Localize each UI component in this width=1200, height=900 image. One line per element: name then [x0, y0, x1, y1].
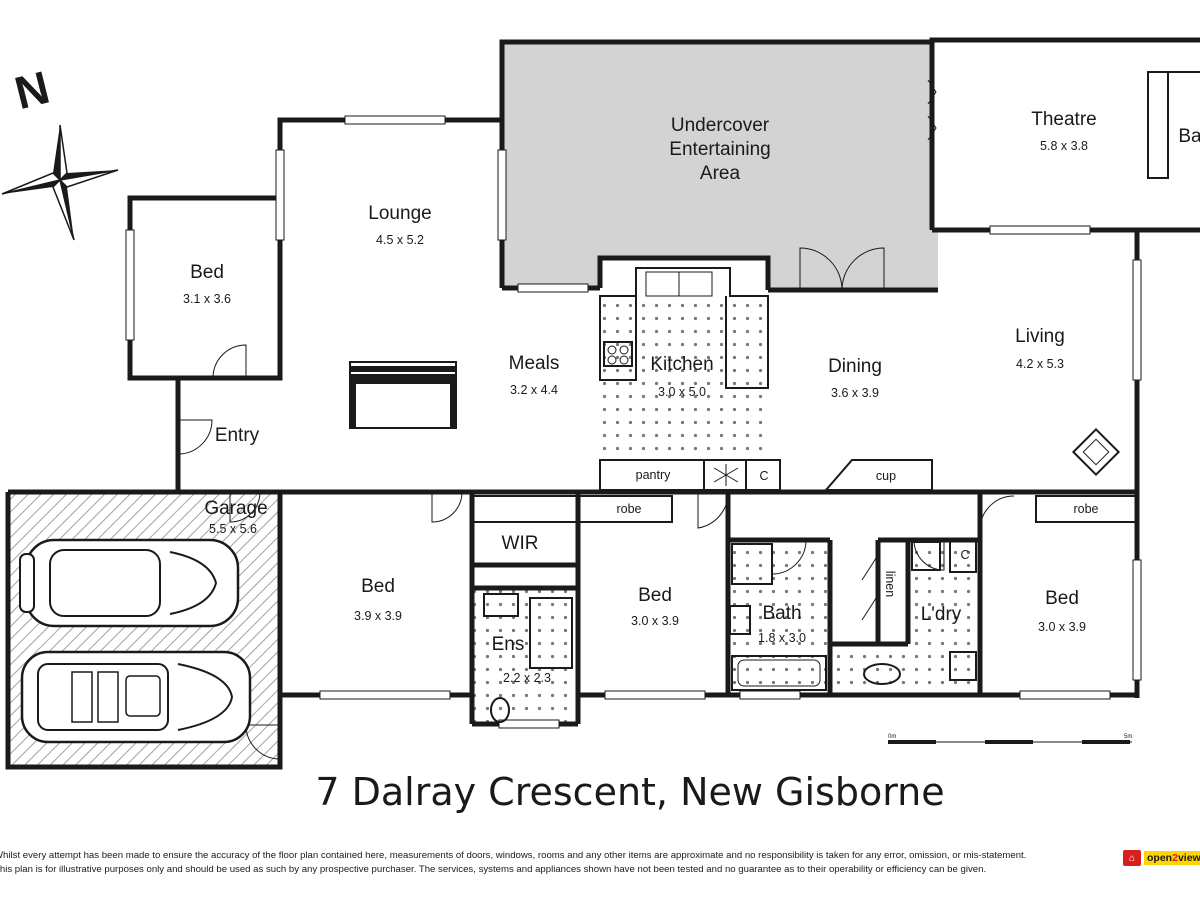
linen-label: linen — [883, 571, 897, 597]
lounge-dims: 4.5 x 5.2 — [376, 233, 424, 247]
fixture-labels: pantry C cup robe robe linen C — [616, 468, 1098, 597]
shower-icon — [529, 597, 573, 669]
property-address: 7 Dalray Crescent, New Gisborne — [315, 770, 945, 814]
wet-fixtures — [483, 541, 977, 723]
wir-label: WIR — [502, 533, 539, 554]
living-label: Living — [1015, 326, 1065, 347]
basin-icon — [483, 593, 519, 617]
north-label: N — [10, 61, 55, 119]
robe-bed4-label: robe — [1073, 502, 1098, 516]
bed3-dims: 3.0 x 3.9 — [631, 614, 679, 628]
scale-start: 0m — [888, 734, 896, 740]
brand-text-accent: 2 — [1172, 852, 1178, 864]
cup-label: cup — [876, 469, 896, 483]
meals-dims: 3.2 x 4.4 — [510, 383, 558, 397]
fridge-icon — [713, 464, 739, 486]
wc-tiles — [832, 644, 908, 695]
disclaimer-line-2: This plan is for illustrative purposes o… — [0, 864, 987, 875]
undercover-label-1: Undercover — [671, 115, 770, 136]
bath-dims: 1.8 x 3.0 — [758, 631, 806, 645]
theatre-dims: 5.8 x 3.8 — [1040, 139, 1088, 153]
bed3-label: Bed — [638, 585, 672, 606]
pantry-label: pantry — [636, 468, 671, 482]
furniture — [349, 361, 1121, 477]
vanity-icon — [729, 605, 751, 635]
kitchen-label: Kitchen — [650, 354, 713, 375]
bed1-dims: 3.1 x 3.6 — [183, 292, 231, 306]
bed2-label: Bed — [361, 576, 395, 597]
room-labels: Undercover Entertaining Area Theatre 5.8… — [183, 109, 1200, 685]
north-compass-icon — [1, 124, 119, 241]
bed4-label: Bed — [1045, 588, 1079, 609]
bathtub-icon — [731, 655, 827, 691]
bed4-dims: 3.0 x 3.9 — [1038, 620, 1086, 634]
theatre-bath-label: Ba — [1178, 126, 1200, 147]
brand-text-end: view — [1177, 852, 1200, 864]
theatre-label: Theatre — [1031, 109, 1096, 130]
undercover-label-3: Area — [700, 163, 741, 184]
car-icon — [20, 650, 252, 744]
undercover-label-2: Entertaining — [669, 139, 770, 160]
scale-end: 5m — [1124, 734, 1132, 740]
brand-text-main: open — [1147, 852, 1173, 864]
brand-text: open2view — [1144, 851, 1200, 865]
heater-icon — [1071, 427, 1121, 477]
cupboard-laundry-label: C — [960, 548, 969, 562]
kitchen-tiles — [600, 296, 768, 460]
meals-label: Meals — [509, 353, 560, 374]
doors — [177, 79, 1015, 760]
ensuite-tiles — [472, 588, 577, 724]
cupboard-kitchen-label: C — [759, 469, 768, 483]
robes — [471, 495, 1137, 573]
bath-tiles — [728, 540, 830, 695]
dining-dims: 3.6 x 3.9 — [831, 386, 879, 400]
living-dims: 4.2 x 5.3 — [1016, 357, 1064, 371]
garage-dims: 5.5 x 5.6 — [209, 522, 257, 536]
garage-label: Garage — [204, 498, 267, 519]
ens-dims: 2.2 x 2.3 — [503, 671, 551, 685]
disclaimer: Whilst every attempt has been made to en… — [0, 849, 1114, 877]
scale-bar: 0m 5m — [888, 734, 1132, 744]
cooktop-icon — [603, 341, 633, 367]
lounge-label: Lounge — [368, 203, 431, 224]
bed1-label: Bed — [190, 262, 224, 283]
laundry-tiles — [908, 540, 978, 695]
kitchen-dims: 3.0 x 5.0 — [658, 385, 706, 399]
laundry-label: L'dry — [921, 604, 962, 625]
brand-logo: ⌂ open2view — [1123, 850, 1200, 866]
windows — [125, 115, 1142, 729]
robe-bed3-label: robe — [616, 502, 641, 516]
toilet-icon — [490, 697, 510, 723]
alfresco-fill — [502, 42, 938, 290]
bed2-dims: 3.9 x 3.9 — [354, 609, 402, 623]
car-icon — [19, 538, 240, 628]
house-icon: ⌂ — [1123, 850, 1141, 866]
kitchen-fittings — [599, 267, 933, 491]
ens-label: Ens — [492, 634, 525, 655]
bath-label: Bath — [762, 603, 801, 624]
entry-label: Entry — [215, 425, 260, 446]
disclaimer-line-1: Whilst every attempt has been made to en… — [0, 850, 1027, 861]
dining-label: Dining — [828, 356, 882, 377]
